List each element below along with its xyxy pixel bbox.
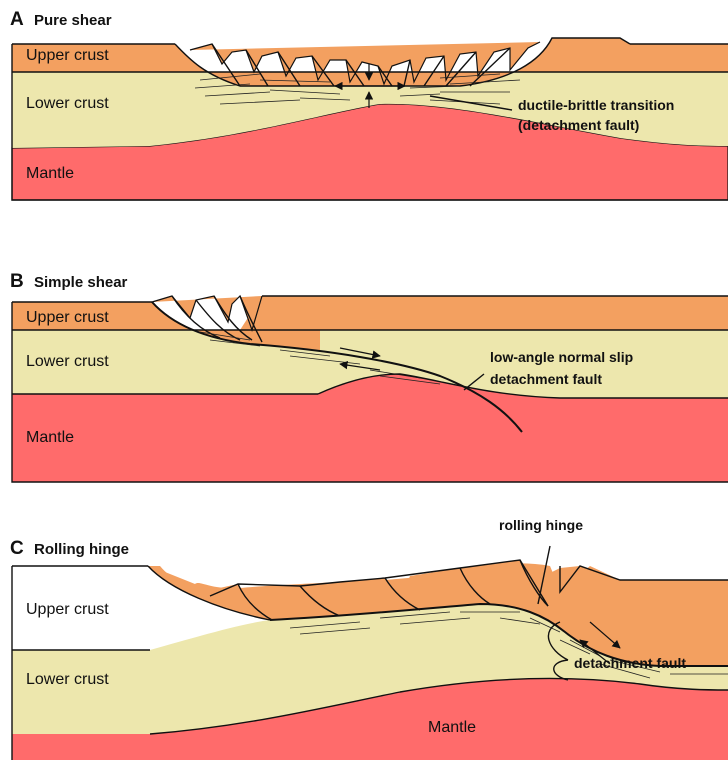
panel-a: A Pure shear Upper crust Lower crust M — [10, 9, 728, 200]
panel-c-upper-crust-label: Upper crust — [26, 601, 109, 618]
panel-a-annotation-2: (detachment fault) — [518, 117, 639, 133]
panel-b-upper-crust-label: Upper crust — [26, 309, 109, 326]
panel-c: C Rolling hinge Upper crust Lower crust … — [10, 517, 728, 760]
panel-a-title: Pure shear — [34, 12, 112, 29]
panel-c-letter: C — [10, 538, 24, 559]
panel-c-mantle-label: Mantle — [428, 719, 476, 736]
panel-b-annotation-2: detachment fault — [490, 371, 602, 387]
panel-a-annotation-1: ductile-brittle transition — [518, 97, 674, 113]
panel-b-lower-crust-label: Lower crust — [26, 353, 109, 370]
panel-c-title: Rolling hinge — [34, 541, 129, 558]
panel-a-letter: A — [10, 9, 24, 30]
panel-b-title: Simple shear — [34, 274, 128, 291]
panel-b-annotation-1: low-angle normal slip — [490, 349, 633, 365]
panel-a-mantle-label: Mantle — [26, 165, 74, 182]
panel-b-mantle-label: Mantle — [26, 429, 74, 446]
panel-a-lower-crust-label: Lower crust — [26, 95, 109, 112]
panel-b-letter: B — [10, 271, 24, 292]
panel-a-upper-crust-label: Upper crust — [26, 47, 109, 64]
panel-c-lower-crust-label: Lower crust — [26, 671, 109, 688]
panel-b: B Simple shear Upper crust Lower crust M… — [10, 271, 728, 482]
panel-c-annotation-1: rolling hinge — [499, 517, 583, 533]
panel-c-annotation-2: detachment fault — [574, 655, 686, 671]
